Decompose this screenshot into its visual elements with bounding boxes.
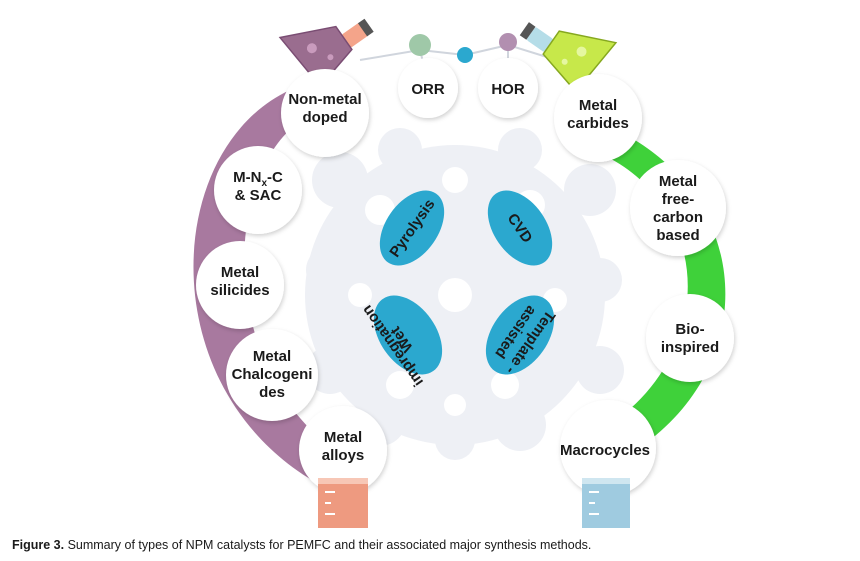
- catalyst-mnxc-line2: & SAC: [235, 187, 282, 204]
- right-beaker-icon: [582, 478, 630, 528]
- figure-caption-text: Summary of types of NPM catalysts for PE…: [64, 538, 592, 552]
- catalyst-metal-alloys-line2: alloys: [322, 447, 365, 464]
- catalyst-metal-chalcogenides-line2: Chalcogeni: [232, 366, 313, 383]
- catalyst-macrocycles-label: Macrocycles: [560, 442, 650, 459]
- catalyst-metal-carbides-line2: carbides: [567, 115, 629, 132]
- catalyst-nonmetal-doped-line1: Non-metal: [288, 91, 361, 108]
- catalyst-bio-inspired-line1: Bio-: [675, 321, 704, 338]
- catalyst-metal-chalcogenides-line3: des: [259, 384, 285, 401]
- connector-node-right: [499, 33, 517, 51]
- left-catalyst-circles: [196, 69, 387, 494]
- left-flask-icon: [278, 18, 374, 88]
- connector-node-mid: [457, 47, 473, 63]
- orr-node: [398, 58, 458, 118]
- catalyst-metal-chalcogenides-line1: Metal: [253, 348, 291, 365]
- catalyst-metal-free-carbon-line1: Metal: [659, 173, 697, 190]
- catalyst-nonmetal-doped-line2: doped: [303, 109, 348, 126]
- left-beaker-icon: [318, 478, 368, 528]
- method-cvd: CVD: [487, 190, 553, 266]
- method-template-assisted: Template - assisted: [485, 295, 558, 377]
- figure-caption: Figure 3. Summary of types of NPM cataly…: [12, 538, 591, 552]
- hor-label: HOR: [491, 81, 525, 98]
- connector-node-left: [409, 34, 431, 56]
- catalyst-metal-silicides-line2: silicides: [210, 282, 269, 299]
- catalyst-metal-carbides-line1: Metal: [579, 97, 617, 114]
- method-pyrolysis: Pyrolysis: [379, 190, 445, 266]
- figure-caption-label: Figure 3.: [12, 538, 65, 552]
- right-catalyst-circles: [554, 74, 734, 496]
- catalyst-metal-free-carbon-line2: free-: [662, 191, 695, 208]
- catalyst-metal-free-carbon-line3: carbon: [653, 209, 703, 226]
- catalyst-metal-silicides-line1: Metal: [221, 264, 259, 281]
- catalyst-metal-alloys-line1: Metal: [324, 429, 362, 446]
- hor-node: [478, 58, 538, 118]
- orr-label: ORR: [411, 81, 445, 98]
- catalyst-bio-inspired-line2: inspired: [661, 339, 719, 356]
- catalyst-metal-free-carbon-line4: based: [656, 227, 699, 244]
- catalyst-mnxc-line1: M-Nx-C: [233, 169, 283, 189]
